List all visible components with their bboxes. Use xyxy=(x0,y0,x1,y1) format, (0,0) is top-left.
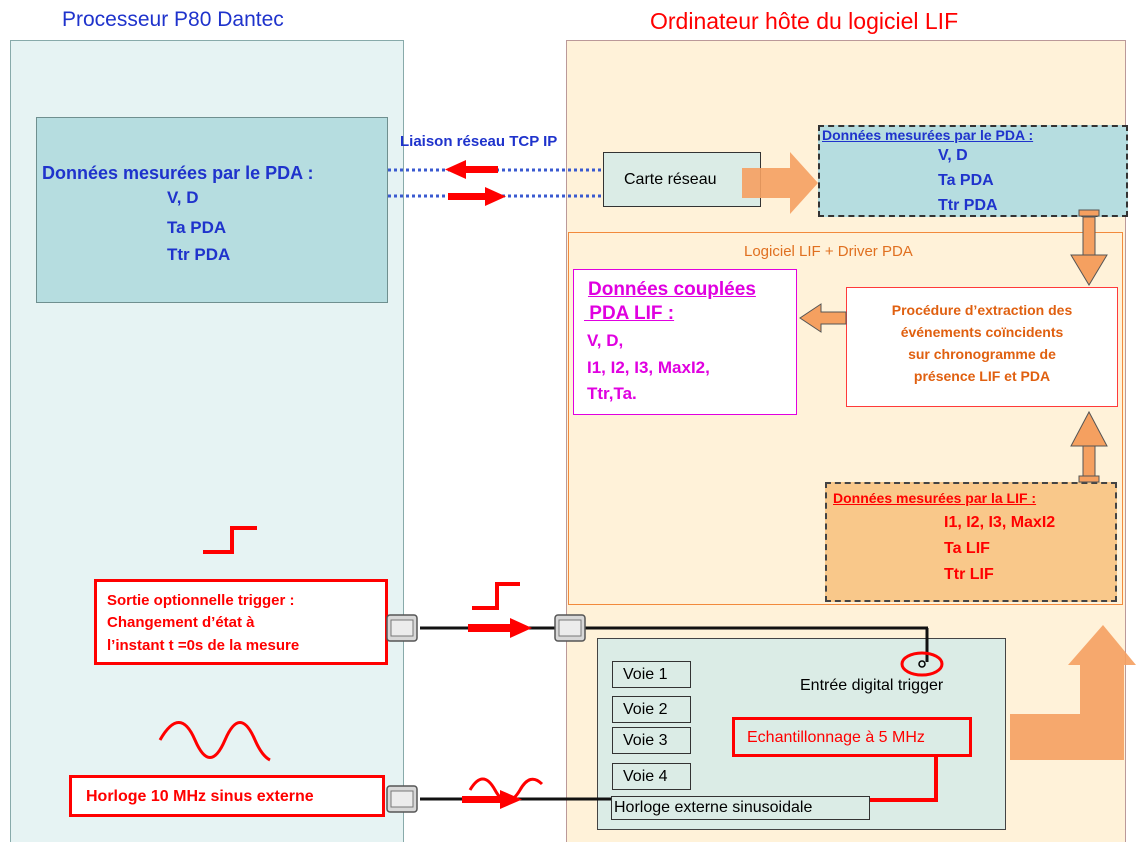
clock-10mhz-box: Horloge 10 MHz sinus externe xyxy=(69,775,385,817)
left-pda-data-box: Données mesurées par le PDA : V, D Ta PD… xyxy=(36,117,388,303)
trigger-output-box: Sortie optionnelle trigger : Changement … xyxy=(94,579,388,665)
bnc-connector-trigger-left xyxy=(386,614,418,642)
right-panel-title: Ordinateur hôte du logiciel LIF xyxy=(650,8,959,34)
procedure-line-4: présence LIF et PDA xyxy=(913,368,1051,384)
trigger-output-line-2: Changement d’état à xyxy=(107,614,255,631)
right-pda-heading: Données mesurées par le PDA : xyxy=(822,127,1034,143)
trigger-input-connector xyxy=(900,651,944,677)
network-link-label: Liaison réseau TCP IP xyxy=(400,133,558,150)
card-up-arrow xyxy=(1010,625,1136,760)
network-arrow-left xyxy=(445,160,498,179)
left-panel-title: Processeur P80 Dantec xyxy=(62,8,284,31)
sine-symbol-left xyxy=(158,721,271,762)
channel-4-label: Voie 4 xyxy=(623,768,668,785)
lif-data-box: Données mesurées par la LIF : I1, I2, I3… xyxy=(825,482,1117,602)
procedure-line-3: sur chronogramme de xyxy=(908,346,1056,362)
bnc-connector-trigger-right xyxy=(554,614,586,642)
trigger-input-label: Entrée digital trigger xyxy=(800,677,944,694)
procedure-box: Procédure d’extraction des événements co… xyxy=(846,287,1118,407)
trigger-step-symbol-cable xyxy=(472,582,520,610)
coupled-data-box: Données couplées PDA LIF : V, D, I1, I2,… xyxy=(573,269,797,415)
channel-1: Voie 1 xyxy=(612,661,691,688)
software-label: Logiciel LIF + Driver PDA xyxy=(744,243,913,260)
network-card-arrow xyxy=(742,152,818,214)
external-clock-label: Horloge externe sinusoidale xyxy=(614,799,813,816)
external-clock-input: Horloge externe sinusoidale xyxy=(611,796,870,820)
left-pda-heading: Données mesurées par le PDA : xyxy=(42,163,314,183)
coupled-heading-1: Données couplées xyxy=(588,279,756,300)
lif-heading: Données mesurées par la LIF : xyxy=(833,490,1037,506)
right-pda-line-2: Ta PDA xyxy=(938,172,994,189)
lif-up-arrow xyxy=(1070,410,1108,483)
trigger-step-symbol-left xyxy=(203,526,257,554)
left-pda-line-2: Ta PDA xyxy=(167,218,227,237)
network-card-label: Carte réseau xyxy=(624,171,717,188)
sampling-label: Echantillonnage à 5 MHz xyxy=(747,729,925,746)
lif-line-3: Ttr LIF xyxy=(944,566,994,583)
procedure-line-2: événements coïncidents xyxy=(900,324,1064,340)
lif-line-2: Ta LIF xyxy=(944,540,990,557)
coupled-line-2: I1, I2, I3, MaxI2, xyxy=(587,358,710,377)
right-pda-data-box: Données mesurées par le PDA : V, D Ta PD… xyxy=(818,125,1128,217)
pda-down-arrow xyxy=(1070,209,1108,286)
channel-3: Voie 3 xyxy=(612,727,691,754)
coupled-line-3: Ttr,Ta. xyxy=(587,384,637,403)
channel-2-label: Voie 2 xyxy=(623,701,668,718)
channel-4: Voie 4 xyxy=(612,763,691,790)
procedure-left-arrow xyxy=(799,303,847,333)
channel-3-label: Voie 3 xyxy=(623,732,668,749)
clock-10mhz-label: Horloge 10 MHz sinus externe xyxy=(86,788,314,805)
procedure-line-1: Procédure d’extraction des xyxy=(891,302,1073,318)
bnc-connector-clock-left xyxy=(386,785,418,813)
network-arrow-right xyxy=(448,187,506,206)
channel-1-label: Voie 1 xyxy=(623,666,668,683)
right-pda-line-3: Ttr PDA xyxy=(938,197,998,214)
trigger-cable-arrow xyxy=(468,618,532,638)
lif-line-1: I1, I2, I3, MaxI2 xyxy=(944,514,1056,531)
clock-cable-arrow xyxy=(462,790,522,809)
right-pda-line-1: V, D xyxy=(938,147,968,164)
coupled-heading-2: PDA LIF : xyxy=(584,303,675,324)
sampling-box: Echantillonnage à 5 MHz xyxy=(732,717,972,757)
trigger-output-line-3: l’instant t =0s de la mesure xyxy=(107,637,300,654)
network-card-box: Carte réseau xyxy=(603,152,761,207)
left-pda-line-1: V, D xyxy=(167,188,199,207)
coupled-line-1: V, D, xyxy=(587,331,624,350)
trigger-input-pin xyxy=(918,660,926,668)
trigger-output-line-1: Sortie optionnelle trigger : xyxy=(107,592,295,609)
channel-2: Voie 2 xyxy=(612,696,691,723)
left-pda-line-3: Ttr PDA xyxy=(167,245,231,264)
sampling-clock-link xyxy=(870,757,938,802)
